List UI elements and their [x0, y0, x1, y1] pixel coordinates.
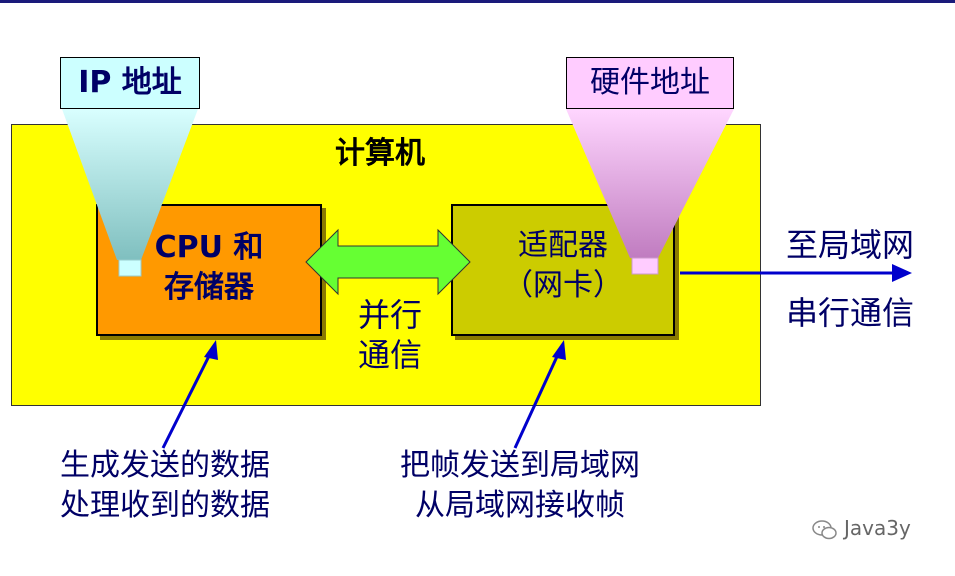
adapter-note-line1: 把帧发送到局域网: [400, 448, 640, 483]
adapter-pointer-line: [513, 349, 562, 449]
to-lan-label: 至局域网: [785, 226, 914, 264]
computer-title: 计算机: [335, 136, 425, 171]
adapter-note-line2: 从局域网接收帧: [415, 488, 625, 523]
adapter-label: 适配器 （网卡）: [451, 226, 675, 306]
wechat-icon: [812, 519, 837, 539]
cpu-label-line2: 存储器: [164, 270, 254, 305]
ip-address-label: IP 地址: [60, 57, 200, 109]
parallel-label-line2: 通信: [357, 336, 422, 374]
watermark: Java3y: [812, 516, 942, 541]
ip-address-beam: [62, 109, 198, 260]
parallel-label-line1: 并行: [357, 296, 422, 334]
cpu-note: 生成发送的数据 处理收到的数据: [30, 446, 300, 526]
parallel-bus-arrow: [305, 228, 471, 296]
top-rule: [0, 0, 955, 3]
serial-comm-label: 串行通信: [785, 294, 914, 332]
adapter-note: 把帧发送到局域网 从局域网接收帧: [370, 446, 670, 526]
watermark-text: Java3y: [844, 516, 911, 540]
hardware-address-beam: [566, 109, 734, 258]
hardware-address-label: 硬件地址: [566, 57, 734, 109]
cpu-pointer-line: [161, 349, 214, 449]
parallel-comm-label: 并行 通信: [340, 295, 440, 375]
serial-link-arrowhead: [892, 264, 912, 282]
cpu-pointer-arrowhead: [204, 340, 218, 360]
adapter-label-line1: 适配器: [518, 228, 608, 263]
cpu-memory-label: CPU 和 存储器: [96, 228, 322, 308]
adapter-label-line2: （网卡）: [503, 268, 623, 303]
ip-address-port: [118, 259, 142, 277]
hardware-address-port: [631, 257, 659, 275]
cpu-note-line1: 生成发送的数据: [60, 448, 270, 483]
adapter-pointer-arrowhead: [552, 340, 566, 360]
cpu-note-line2: 处理收到的数据: [60, 488, 270, 523]
cpu-label-line1: CPU 和: [154, 230, 264, 265]
